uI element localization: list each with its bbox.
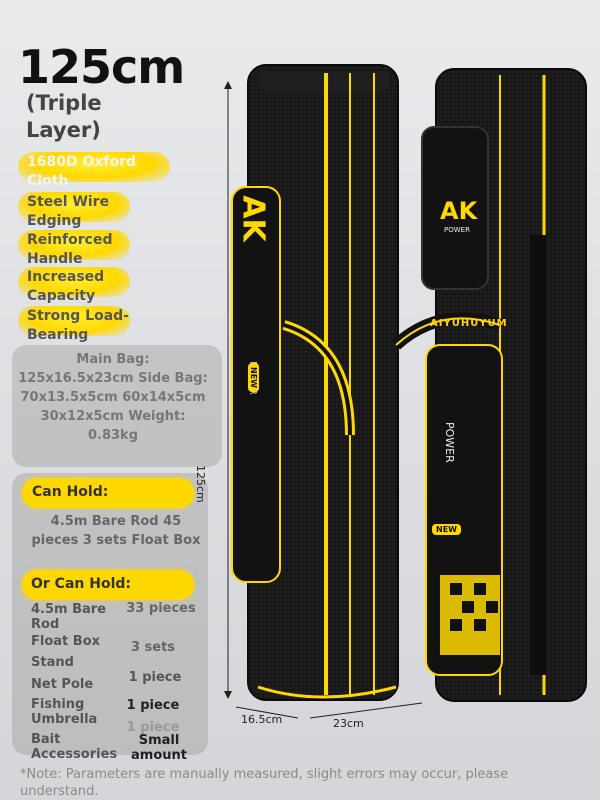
item-name: 4.5m Bare Rod: [31, 602, 107, 632]
page-title: 125cm: [18, 40, 185, 94]
front-pocket-branding: AK POWER: [233, 183, 273, 523]
feature-pill: [18, 192, 130, 222]
specs-panel: [12, 345, 222, 467]
new-badge-back: NEW: [432, 524, 461, 535]
item-qty: 33 pieces: [126, 601, 196, 616]
can-hold-label: Can Hold:: [32, 484, 109, 500]
brand-logo: AK: [235, 195, 271, 242]
feature-item: Steel Wire Edging: [27, 194, 110, 229]
disclaimer-note: *Note: Parameters are manually measured,…: [20, 767, 509, 799]
item-name: Net Pole: [31, 677, 94, 692]
height-label: 125cm: [194, 465, 207, 503]
product-illustration: [224, 64, 587, 719]
item-name: Fishing Umbrella: [31, 697, 98, 727]
or-can-hold-pill: [22, 570, 194, 600]
item-qty: 1 piece: [126, 720, 180, 735]
brand-logo-back: AK: [440, 197, 478, 225]
band-text: AIYUHUYUM: [430, 318, 508, 329]
width-label: 23cm: [333, 717, 364, 730]
feature-item: 1680D Oxford Cloth: [27, 154, 137, 189]
item-qty: Small amount: [131, 733, 187, 763]
item-qty: 1 piece: [128, 670, 182, 685]
feature-item: Increased Capacity: [27, 269, 105, 304]
depth-dimension: [235, 706, 299, 719]
item-name: Stand: [31, 655, 74, 670]
specs-text: Main Bag: 125x16.5x23cm Side Bag: 70x13.…: [18, 352, 208, 443]
feature-pill: [18, 267, 130, 297]
bag-back-view: [391, 68, 587, 702]
capacity-panel: [12, 473, 208, 755]
brand-word-back: POWER: [444, 226, 470, 234]
or-can-hold-label: Or Can Hold:: [31, 576, 131, 592]
item-qty: 3 sets: [130, 640, 176, 655]
feature-pill: [18, 152, 170, 182]
brand-word-side: POWER: [443, 422, 456, 463]
page-subtitle: (Triple Layer): [26, 91, 102, 142]
depth-label: 16.5cm: [241, 713, 283, 726]
item-name: Float Box: [31, 634, 101, 649]
width-dimension: [309, 702, 423, 719]
feature-item: Reinforced Handle: [27, 232, 113, 267]
can-hold-text: 4.5m Bare Rod 45 pieces 3 sets Float Box: [31, 514, 201, 548]
item-name: Bait Accessories: [31, 732, 118, 762]
height-dimension: [224, 81, 232, 699]
feature-pill: [18, 306, 130, 336]
item-qty: 1 piece: [126, 698, 180, 713]
feature-item: Strong Load-Bearing: [27, 308, 129, 343]
feature-pill: [18, 230, 130, 260]
can-hold-pill: [22, 478, 194, 508]
new-badge: NEW: [247, 363, 259, 392]
